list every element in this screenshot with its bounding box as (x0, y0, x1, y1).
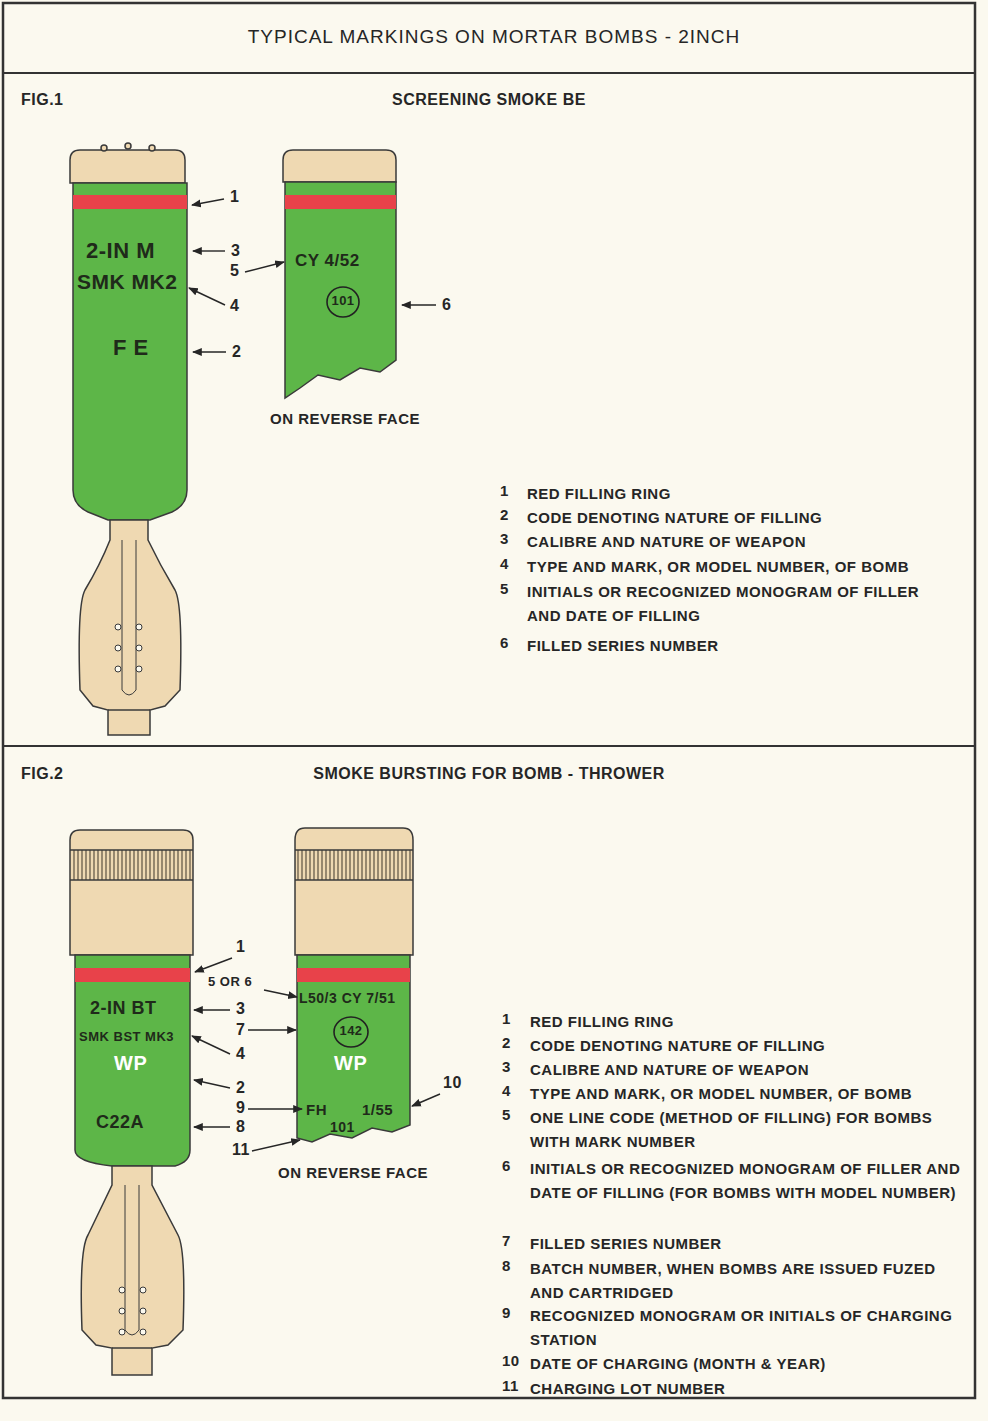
key-text: ONE LINE CODE (METHOD OF FILLING) FOR BO… (530, 1106, 970, 1154)
figure-heading: SMOKE BURSTING FOR BOMB - THROWER (3, 765, 975, 783)
key-number: 4 (502, 1082, 511, 1099)
key-number: 8 (502, 1257, 511, 1274)
bomb-marking: CY 4/52 (295, 251, 360, 271)
callout-number: 3 (231, 242, 240, 260)
key-text: CALIBRE AND NATURE OF WEAPON (530, 1058, 970, 1082)
bomb-marking: 2-IN BT (90, 998, 157, 1019)
key-text: FILLED SERIES NUMBER (527, 634, 957, 658)
key-number: 5 (500, 580, 509, 597)
callout-number: 1 (236, 938, 245, 956)
key-text: CODE DENOTING NATURE OF FILLING (527, 506, 957, 530)
key-text: INITIALS OR RECOGNIZED MONOGRAM OF FILLE… (527, 580, 957, 628)
bomb-marking: 2-IN M (86, 238, 155, 263)
bomb-marking: F E (113, 335, 149, 360)
key-text: INITIALS OR RECOGNIZED MONOGRAM OF FILLE… (530, 1157, 970, 1205)
key-number: 1 (502, 1010, 511, 1027)
key-text: RED FILLING RING (530, 1010, 970, 1034)
callout-number: 11 (232, 1141, 250, 1159)
key-number: 10 (502, 1352, 520, 1369)
callout-number: 5 (230, 262, 239, 280)
bomb-marking: SMK MK2 (77, 270, 177, 294)
callout-number: 5 OR 6 (208, 975, 252, 990)
key-text: TYPE AND MARK, OR MODEL NUMBER, OF BOMB (530, 1082, 970, 1106)
key-text: DATE OF CHARGING (MONTH & YEAR) (530, 1352, 970, 1376)
callout-number: 8 (236, 1118, 245, 1136)
figure-number: FIG.1 (21, 91, 64, 109)
key-number: 6 (500, 634, 509, 651)
bomb-marking: 1/55 (362, 1101, 393, 1118)
bomb-marking: L50/3 CY 7/51 (299, 990, 396, 1006)
key-text: TYPE AND MARK, OR MODEL NUMBER, OF BOMB (527, 555, 957, 579)
key-number: 4 (500, 555, 509, 572)
key-number: 3 (500, 530, 509, 547)
key-text: RED FILLING RING (527, 482, 957, 506)
figure-panel: FIG.1SCREENING SMOKE BE (3, 73, 975, 745)
callout-number: 2 (236, 1079, 245, 1097)
bomb-marking: SMK BST MK3 (79, 1030, 174, 1045)
key-text: RECOGNIZED MONOGRAM OR INITIALS OF CHARG… (530, 1304, 970, 1352)
key-number: 6 (502, 1157, 511, 1174)
callout-number: 9 (236, 1099, 245, 1117)
figure-number: FIG.2 (21, 765, 64, 783)
bomb-marking: C22A (96, 1112, 144, 1133)
callout-number: 4 (236, 1045, 245, 1063)
callout-number: 7 (236, 1021, 245, 1039)
callout-number: 6 (442, 296, 451, 314)
key-number: 11 (502, 1377, 519, 1394)
view-note: ON REVERSE FACE (278, 1164, 428, 1181)
key-number: 1 (500, 482, 509, 499)
key-number: 2 (500, 506, 509, 523)
callout-number: 3 (236, 1000, 245, 1018)
key-text: CALIBRE AND NATURE OF WEAPON (527, 530, 957, 554)
series-number: 101 (331, 294, 354, 309)
callout-number: 4 (230, 297, 239, 315)
key-text: FILLED SERIES NUMBER (530, 1232, 970, 1256)
callout-number: 2 (232, 343, 241, 361)
key-number: 7 (502, 1232, 511, 1249)
bomb-marking: 101 (330, 1119, 355, 1135)
callout-number: 1 (230, 188, 239, 206)
key-number: 3 (502, 1058, 511, 1075)
key-number: 5 (502, 1106, 511, 1123)
key-number: 2 (502, 1034, 511, 1051)
page-title: TYPICAL MARKINGS ON MORTAR BOMBS - 2INCH (0, 26, 988, 48)
key-text: BATCH NUMBER, WHEN BOMBS ARE ISSUED FUZE… (530, 1257, 970, 1305)
bomb-marking: FH (306, 1101, 327, 1118)
key-number: 9 (502, 1304, 511, 1321)
bomb-marking: WP (334, 1052, 367, 1075)
callout-number: 10 (443, 1074, 462, 1092)
key-text: CHARGING LOT NUMBER (530, 1377, 970, 1401)
series-number: 142 (339, 1024, 362, 1039)
key-text: CODE DENOTING NATURE OF FILLING (530, 1034, 970, 1058)
figure-heading: SCREENING SMOKE BE (3, 91, 975, 109)
view-note: ON REVERSE FACE (270, 410, 420, 427)
figure-panel: FIG.2SMOKE BURSTING FOR BOMB - THROWER (3, 745, 975, 1398)
bomb-marking: WP (114, 1052, 147, 1075)
